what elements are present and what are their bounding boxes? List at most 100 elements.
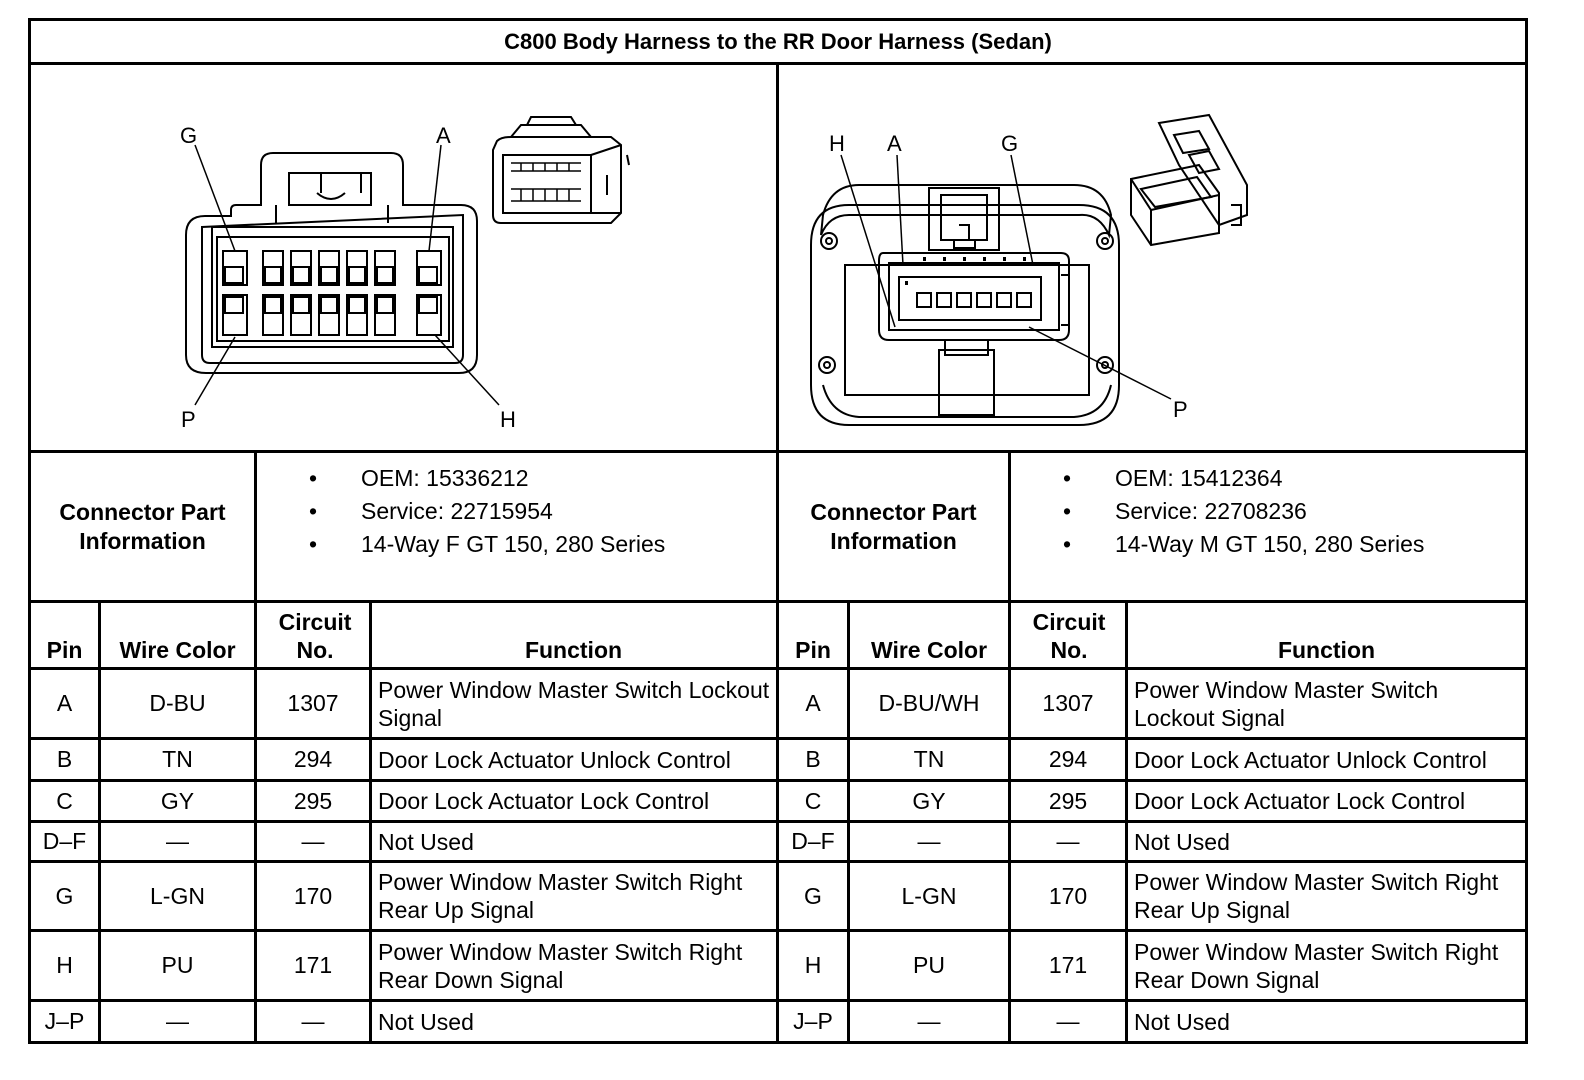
cell-function: Door Lock Actuator Unlock Control [1134,746,1487,773]
cell-function: Door Lock Actuator Unlock Control [378,746,731,773]
pin-label-g: G [1001,131,1018,156]
row-divider [776,860,1528,863]
cell-circuit: — [1056,828,1080,854]
connector-housing-outline [185,152,478,374]
cell-pin: D–F [42,828,87,854]
cell-function: Power Window Master Switch Right Rear Do… [378,938,743,993]
column-header-wire-color: Wire Color [119,637,236,663]
part-info-list-left: •OEM: 15336212 •Service: 22715954 •14-Wa… [257,462,665,561]
column-header-function: Function [1277,637,1376,663]
pin-label-g: G [180,123,197,148]
part-info-series: •14-Way F GT 150, 280 Series [309,531,666,557]
row-divider [28,667,779,670]
connector-part-info-label-left: Connector Part Information [59,498,226,554]
pin-label-h: H [829,131,845,156]
connector-face-diagram-female: G A P H [180,116,630,432]
part-info-series: •14-Way M GT 150, 280 Series [1063,531,1425,557]
cell-circuit: — [301,1008,325,1034]
cell-wire-color: — [166,1008,189,1034]
cell-wire-color: TN [913,746,945,772]
cell-wire-color: D-BU [149,690,206,716]
cell-circuit: 294 [1048,746,1088,772]
cell-wire-color: GY [160,787,195,814]
connector-3d-thumbnail [492,116,630,224]
connector-face-diagram-male: H A G P [810,113,1248,426]
cell-pin: B [805,746,821,772]
cell-function: Not Used [378,828,474,855]
cell-function: Power Window Master Switch Lockout Signa… [378,676,770,731]
cell-function: Power Window Master Switch Right Rear Do… [1134,938,1499,993]
cell-pin: J–P [793,1008,833,1034]
pin-label-h: H [500,407,516,432]
cell-circuit: 295 [1048,787,1088,814]
pin-label-a: A [887,131,902,156]
cell-wire-color: D-BU/WH [878,690,980,716]
cell-function: Power Window Master Switch Right Rear Up… [1134,869,1499,923]
column-divider [1008,603,1011,1044]
row-divider [28,860,779,863]
cell-pin: B [56,746,73,772]
cell-function: Not Used [1134,828,1230,855]
column-header-function: Function [524,637,623,663]
cell-wire-color: PU [913,952,945,978]
column-divider [254,603,257,1044]
cell-function: Power Window Master Switch Lockout Signa… [1134,676,1439,731]
cell-wire-color: — [166,828,189,854]
row-divider [28,779,779,782]
cell-wire-color: L-GN [901,882,957,909]
part-info-oem: •OEM: 15336212 [309,465,529,491]
connector-part-info-label-right: Connector Part Information [810,498,977,554]
cell-wire-color: L-GN [150,882,205,909]
row-divider [776,737,1528,740]
divider [28,450,1528,453]
cell-wire-color: PU [161,952,194,978]
cell-circuit: 295 [293,787,333,814]
cell-function: Not Used [378,1008,474,1035]
row-divider [28,737,779,740]
cell-circuit: 1307 [287,690,339,716]
pin-label-p: P [181,407,196,432]
cell-wire-color: — [917,1008,941,1034]
cell-circuit: 1307 [1042,690,1094,716]
cell-pin: J–P [44,1008,85,1034]
column-divider [369,603,372,1044]
page-title: C800 Body Harness to the RR Door Harness… [504,29,1052,54]
cell-function: Door Lock Actuator Lock Control [1134,788,1466,814]
cell-pin: A [805,690,821,716]
row-divider [776,820,1528,823]
column-header-circuit: Circuit No. [278,609,352,663]
cell-function: Power Window Master Switch Right Rear Up… [378,869,743,923]
center-divider [776,62,779,1044]
part-info-oem: •OEM: 15412364 [1063,465,1283,491]
row-divider [776,999,1528,1002]
row-divider [776,929,1528,932]
cell-circuit: 170 [293,882,333,909]
column-header-wire-color: Wire Color [870,637,988,663]
cell-circuit: 171 [293,952,333,978]
cell-pin: G [804,882,822,909]
column-divider [98,603,101,1044]
cell-circuit: — [301,828,325,854]
part-info-service: •Service: 22708236 [1063,498,1307,524]
cell-pin: C [804,787,822,814]
cell-pin: A [56,690,73,716]
cell-pin: D–F [791,828,835,854]
cell-function: Door Lock Actuator Lock Control [378,788,710,814]
cell-circuit: 170 [1048,882,1088,909]
cell-wire-color: — [917,828,941,854]
row-divider [28,929,779,932]
cell-pin: H [804,952,822,978]
cell-circuit: 294 [293,746,333,772]
connector-flange-outline [810,204,1120,426]
part-info-service: •Service: 22715954 [309,498,553,524]
cell-pin: G [55,882,74,909]
cell-circuit: — [1056,1008,1080,1034]
column-header-circuit: Circuit No. [1032,609,1106,663]
connector-3d-thumbnail [1130,113,1248,247]
cell-pin: H [56,952,73,978]
column-header-pin: Pin [46,637,83,663]
row-divider [28,999,779,1002]
cell-circuit: 171 [1048,952,1088,978]
column-divider [1125,603,1128,1044]
row-divider [776,667,1528,670]
